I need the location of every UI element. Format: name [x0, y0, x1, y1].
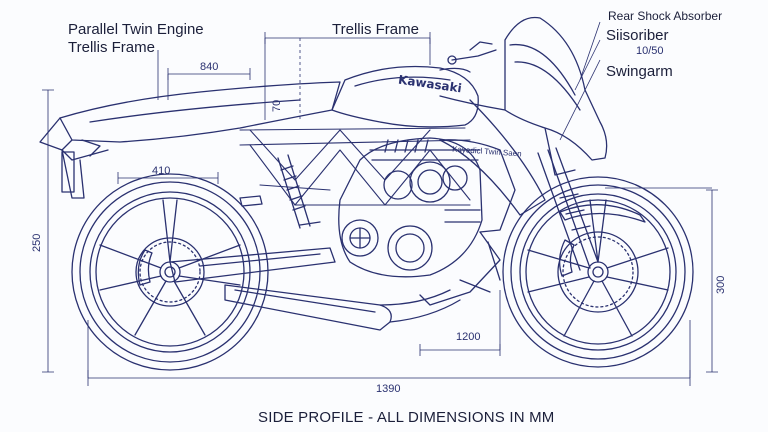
front-wheel [502, 176, 694, 368]
rear-wheel [71, 173, 269, 371]
top-right-dimension: 10/50 [636, 45, 664, 57]
seat-length-dimension: 840 [200, 61, 219, 73]
wheelbase-dimension: 1390 [376, 383, 401, 395]
rear-shock [277, 154, 311, 229]
side-panel [419, 139, 516, 306]
shock-absorber-garbled-label: Siisoriber [606, 27, 669, 44]
exhaust [224, 284, 461, 331]
rear-shock-absorber-label: Rear Shock Absorber [608, 9, 723, 23]
fuel-tank [331, 65, 479, 128]
front-fork [537, 147, 646, 271]
seat-and-tail [39, 81, 341, 199]
diagram-caption: SIDE PROFILE - ALL DIMENSIONS IN MM [258, 409, 555, 426]
front-fairing [439, 16, 608, 216]
trellis-frame-top-label: Trellis Frame [332, 21, 419, 38]
trellis-frame-left-label: Trellis Frame [68, 39, 155, 56]
swingarm [169, 247, 336, 283]
fork-offset-dimension: 1200 [456, 331, 481, 343]
trellis-frame [239, 127, 471, 206]
front-height-dimension: 300 [715, 275, 727, 294]
rear-section-dimension: 410 [152, 165, 171, 177]
overall-height-dimension: 250 [31, 233, 43, 252]
parallel-twin-engine-label: Parallel Twin Engine [68, 21, 204, 38]
tank-height-dimension: 70 [271, 99, 283, 112]
footpegs [239, 195, 491, 293]
engine [338, 137, 483, 278]
swingarm-label: Swingarm [606, 63, 673, 80]
